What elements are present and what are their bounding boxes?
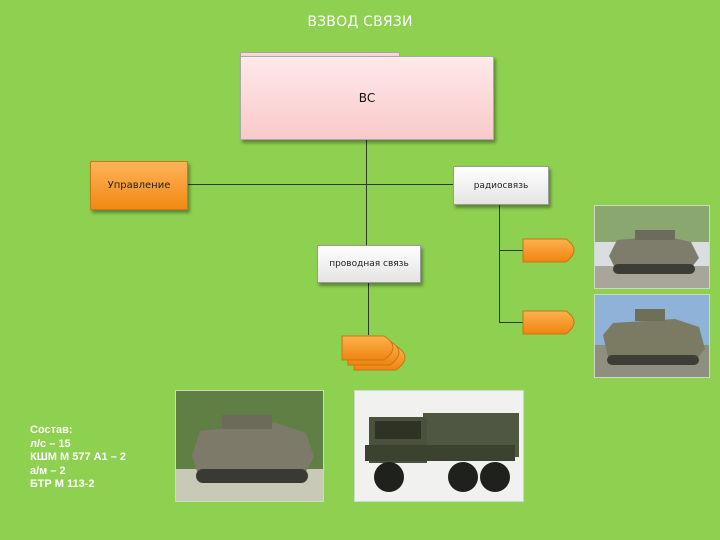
control-node-label: Управление	[107, 180, 171, 191]
composition-heading: Состав:	[30, 424, 73, 436]
armored-vehicle-icon	[595, 206, 709, 288]
armored-vehicle-photo-3	[175, 390, 324, 502]
military-truck-photo	[354, 390, 524, 502]
composition-line: КШМ М 577 А1 – 2	[30, 451, 127, 463]
composition-line: а/м – 2	[30, 464, 66, 477]
connector-wire-down	[368, 281, 369, 335]
armored-vehicle-icon	[595, 295, 709, 377]
connector-radio-branch-1	[499, 250, 523, 251]
radio-node-label: радиосвязь	[473, 180, 529, 191]
control-node: Управление	[90, 161, 188, 210]
wire-stacked-shapes	[341, 335, 406, 371]
vs-node-label: ВС	[358, 91, 376, 105]
vs-node-tab	[240, 52, 400, 59]
connector-horizontal	[186, 184, 453, 185]
military-truck-icon	[355, 391, 523, 501]
composition-block: Состав: л/с – 15 КШМ М 577 А1 – 2 а/м – …	[30, 424, 126, 492]
armored-vehicle-icon	[176, 391, 323, 501]
radio-bullet-2	[522, 310, 575, 335]
radio-node: радиосвязь	[453, 166, 549, 205]
page-title: ВЗВОД СВЯЗИ	[307, 14, 413, 30]
armored-vehicle-photo-2	[594, 294, 710, 378]
radio-bullet-1	[522, 238, 575, 263]
connector-radio-branch-2	[499, 322, 523, 323]
connector-vs-down	[366, 138, 367, 245]
armored-vehicle-photo-1	[594, 205, 710, 289]
composition-line: л/с – 15	[30, 437, 71, 450]
composition-line: БТР М 113-2	[30, 478, 95, 490]
vs-node: ВС	[240, 56, 494, 140]
wire-node: проводная связь	[317, 245, 421, 283]
connector-radio-down	[499, 203, 500, 323]
wire-node-label: проводная связь	[329, 259, 409, 269]
